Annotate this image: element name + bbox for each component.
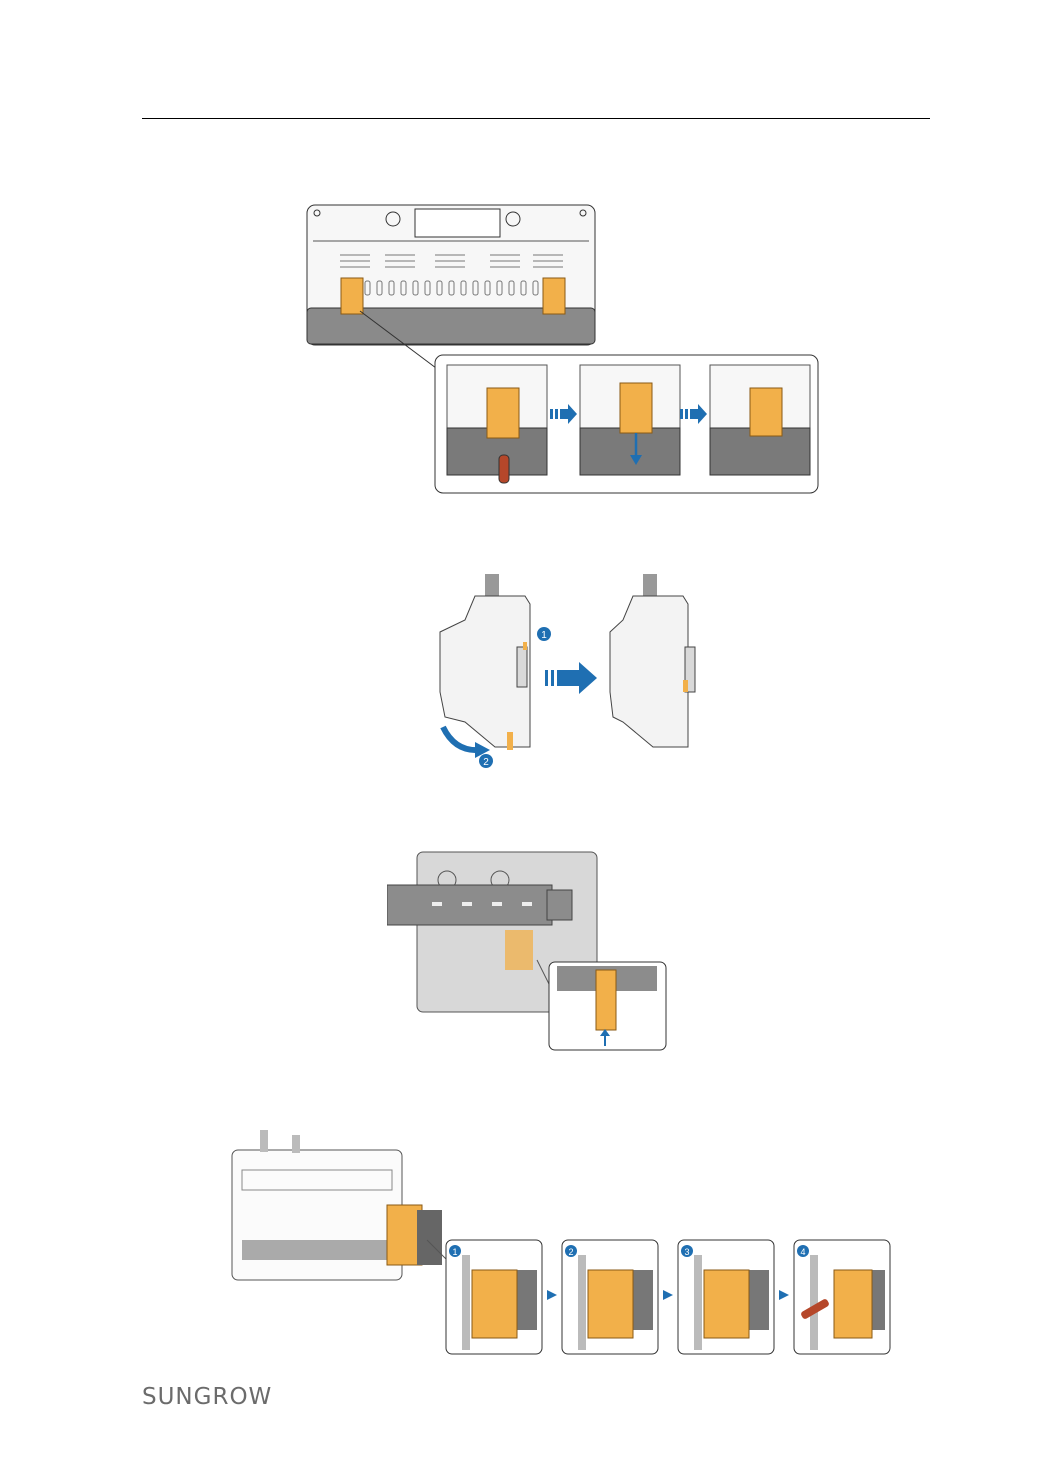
figure-4: 1 2 3 4 xyxy=(222,1130,892,1358)
step-badge-4-1: 1 xyxy=(452,1247,457,1257)
figure-2: 1 2 xyxy=(435,572,700,772)
step-panel-3: 3 xyxy=(678,1240,774,1354)
step-badge-4-2: 2 xyxy=(568,1247,573,1257)
figure-3 xyxy=(387,840,732,1055)
step-badge-4-3: 3 xyxy=(684,1247,689,1257)
sungrow-logo: SUNGROW xyxy=(142,1384,272,1410)
step-panel-4: 4 xyxy=(794,1240,890,1354)
step-panel-2: 2 xyxy=(562,1240,658,1354)
step-badge-4-4: 4 xyxy=(800,1247,805,1257)
step-badge-1: 1 xyxy=(541,630,547,641)
step-panel-1: 1 xyxy=(446,1240,542,1354)
step-badge-2: 2 xyxy=(483,757,489,768)
figure-1 xyxy=(305,203,820,495)
header-rule xyxy=(142,118,930,119)
